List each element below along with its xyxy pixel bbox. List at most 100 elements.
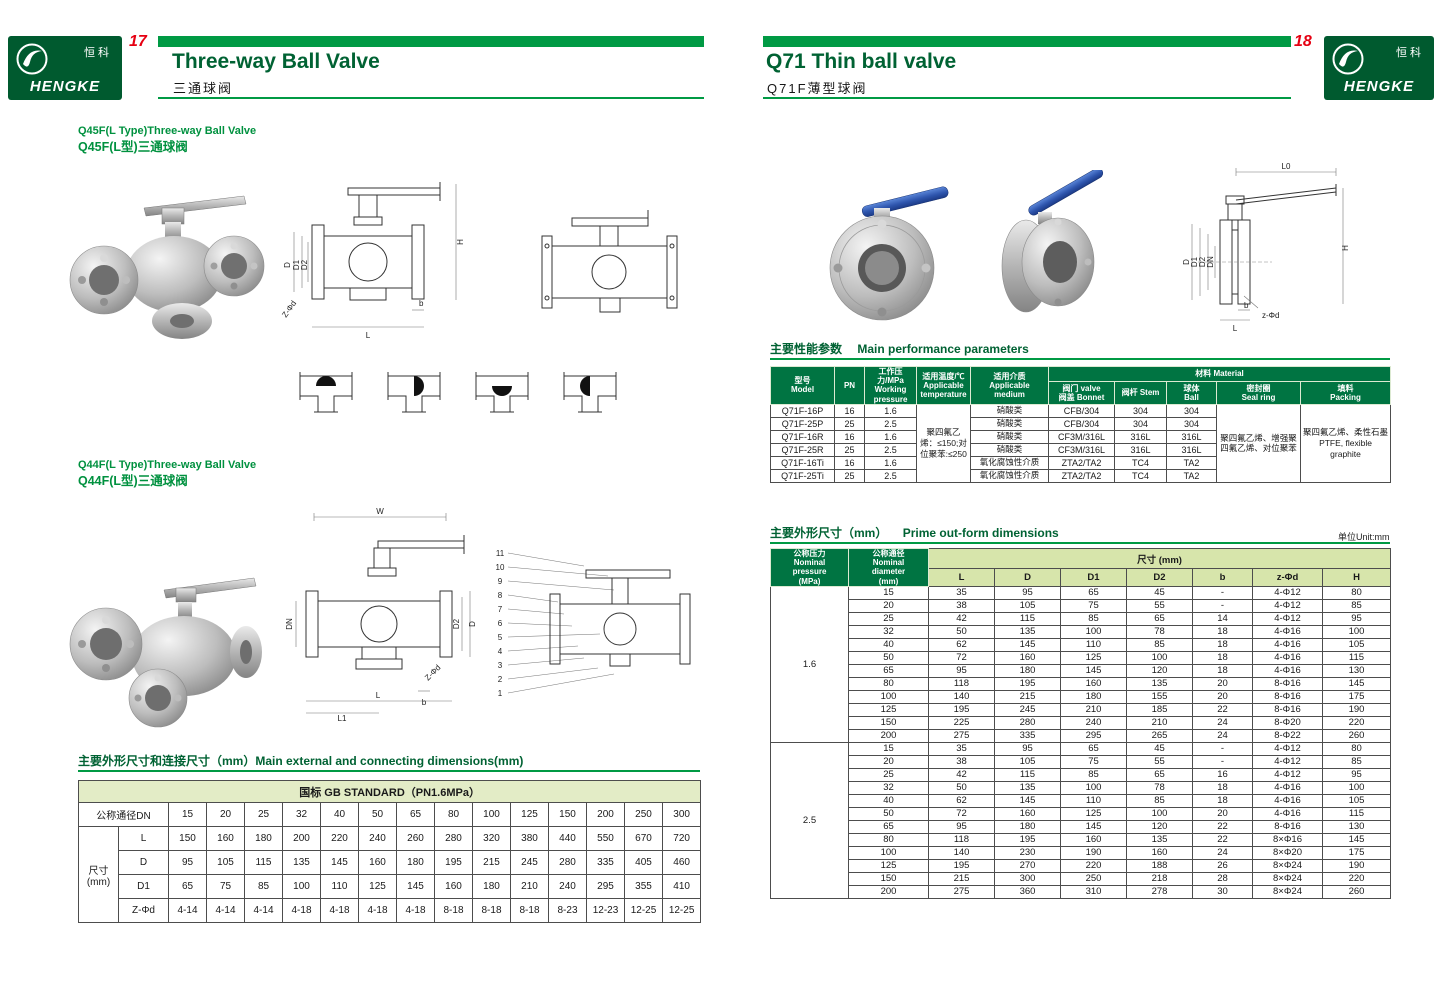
dim-value: 120 xyxy=(1126,663,1193,678)
dim-value: 200 xyxy=(848,884,929,899)
dim-value: 4-Φ16 xyxy=(1252,793,1323,808)
dim-value: 55 xyxy=(1126,598,1193,613)
dim-value: 240 xyxy=(548,874,587,899)
stem-cell: 316L xyxy=(1114,429,1167,444)
dim-value: 355 xyxy=(624,874,663,899)
dim-value: 4-14 xyxy=(168,898,207,923)
part-number: 4 xyxy=(498,647,503,656)
dim-value: 95 xyxy=(168,850,207,875)
dim-value: 8×Φ20 xyxy=(1252,845,1323,860)
dim-value: 160 xyxy=(994,650,1061,665)
outform-table-body: 公称压力 Nominal pressure (MPa)公称通径 Nominal … xyxy=(770,547,1391,899)
dim-value: 8-Φ16 xyxy=(1252,819,1323,834)
dim-value: 75 xyxy=(1060,754,1127,769)
dim-value: 190 xyxy=(1322,702,1391,717)
dim-value: 225 xyxy=(928,715,995,730)
dim-value: 8×Φ24 xyxy=(1252,858,1323,873)
dim-value: 22 xyxy=(1192,702,1253,717)
dim-value: 42 xyxy=(928,767,995,782)
dim-value: 245 xyxy=(994,702,1061,717)
dim-value: 100 xyxy=(1126,650,1193,665)
bonnet-cell: ZTA2/TA2 xyxy=(1048,455,1115,470)
dim-value: 4-Φ16 xyxy=(1252,624,1323,639)
dim-value: 100 xyxy=(282,874,321,899)
dim-value: 26 xyxy=(1192,858,1253,873)
dim-label-D1: D1 xyxy=(1190,256,1199,267)
dim-label-DN: DN xyxy=(1206,256,1215,268)
dim-value: 12-23 xyxy=(586,898,625,923)
dim-value: 135 xyxy=(994,780,1061,795)
dim-value: 85 xyxy=(1322,598,1391,613)
diameter-header: 公称通径 Nominal diameter (mm) xyxy=(848,548,929,587)
perf-header-pn: PN xyxy=(834,366,865,405)
dim-value: 140 xyxy=(928,689,995,704)
dim-value: 335 xyxy=(994,728,1061,743)
dim-value: 270 xyxy=(994,858,1061,873)
dim-value: 4-Φ12 xyxy=(1252,585,1323,600)
dim-value: 4-Φ16 xyxy=(1252,650,1323,665)
left-page-title: Three-way Ball Valve xyxy=(172,50,380,73)
dim-value: 95 xyxy=(994,585,1061,600)
dim-value: 550 xyxy=(586,826,625,851)
dim-value: 20 xyxy=(1192,689,1253,704)
dim-value: 135 xyxy=(1126,676,1193,691)
dim-value: 320 xyxy=(472,826,511,851)
dim-name: Z-Φd xyxy=(118,898,169,923)
performance-title-cn: 主要性能参数 xyxy=(770,342,843,356)
dim-value: 20 xyxy=(1192,676,1253,691)
dim-value: 150 xyxy=(848,871,929,886)
page-number-left: 17 xyxy=(129,33,147,50)
dim-value: 45 xyxy=(1126,585,1193,600)
dim-label-H: H xyxy=(456,239,465,245)
dim-value: 75 xyxy=(1060,598,1127,613)
dim-col-header: z-Φd xyxy=(1252,568,1323,587)
dim-value: 175 xyxy=(1322,689,1391,704)
dim-value: 245 xyxy=(510,850,549,875)
dn-value: 20 xyxy=(206,802,245,827)
medium-cell: 硝酸类 xyxy=(970,442,1049,457)
dim-value: 4-Φ12 xyxy=(1252,611,1323,626)
dim-value: 8-Φ20 xyxy=(1252,715,1323,730)
dim-label-D2: D2 xyxy=(1198,256,1207,267)
dim-value: 135 xyxy=(994,624,1061,639)
dim-value: 24 xyxy=(1192,715,1253,730)
ball-cell: 316L xyxy=(1166,429,1217,444)
dim-label-b: b xyxy=(1244,301,1249,310)
dim-value: 260 xyxy=(1322,884,1391,899)
dim-label-b: b xyxy=(422,698,427,707)
dim-value: 188 xyxy=(1126,858,1193,873)
dim-value: 145 xyxy=(994,793,1061,808)
dim-value: 18 xyxy=(1192,650,1253,665)
dim-value: 65 xyxy=(1126,611,1193,626)
dim-label-DN: DN xyxy=(285,618,294,630)
dim-value: 18 xyxy=(1192,637,1253,652)
dim-value: 105 xyxy=(206,850,245,875)
dim-label-D2: D2 xyxy=(300,259,309,270)
pressure-header: 公称压力 Nominal pressure (MPa) xyxy=(770,548,849,587)
left-page-title-cn: 三通球阀 xyxy=(173,81,234,96)
dim-value: 14 xyxy=(1192,611,1253,626)
dim-value: 180 xyxy=(472,874,511,899)
dim-label-L: L xyxy=(376,691,381,700)
dim-value: 72 xyxy=(928,806,995,821)
dn-value: 50 xyxy=(358,802,397,827)
dim-name: D xyxy=(118,850,169,875)
dim-value: 100 xyxy=(1322,624,1391,639)
hengke-logo-right: 恒科 HENGKE xyxy=(1324,36,1434,100)
dim-value: 85 xyxy=(244,874,283,899)
dim-value: 310 xyxy=(1060,884,1127,899)
dim-value: 45 xyxy=(1126,741,1193,756)
logo-text-cn: 恒科 xyxy=(1396,47,1424,59)
dim-value: 115 xyxy=(244,850,283,875)
dn-value: 25 xyxy=(244,802,283,827)
dim-value: 280 xyxy=(994,715,1061,730)
logo-text-en: HENGKE xyxy=(1343,78,1415,95)
dim-value: 72 xyxy=(928,650,995,665)
part-number: 8 xyxy=(498,591,503,600)
